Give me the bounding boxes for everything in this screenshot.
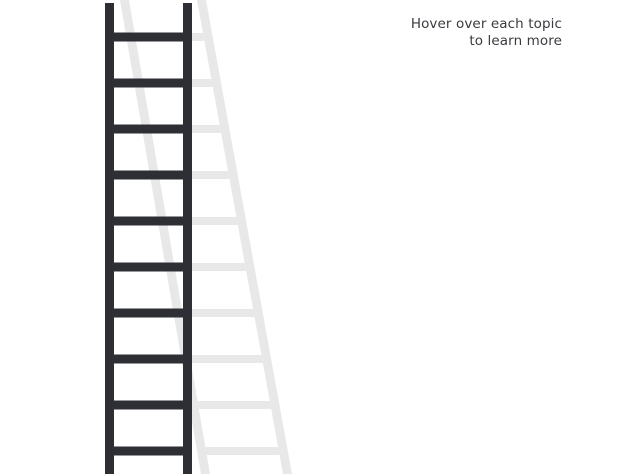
ladder <box>105 3 192 474</box>
hover-instruction: Hover over each topic to learn more <box>411 16 562 50</box>
ladder-rung <box>110 124 188 134</box>
ladder-right-rail <box>183 3 192 474</box>
ladder-rung <box>110 446 188 456</box>
ladder-rung <box>110 32 188 42</box>
ladder-rung <box>110 400 188 410</box>
shadow-rung <box>200 447 280 455</box>
shadow-right-rail <box>197 0 292 474</box>
hover-instruction-line-2: to learn more <box>469 33 562 49</box>
shadow-rung <box>177 309 255 317</box>
ladder-rung <box>110 308 188 318</box>
ladder-left-rail <box>105 3 114 474</box>
ladder-rung <box>110 170 188 180</box>
hover-instruction-line-1: Hover over each topic <box>410 16 562 32</box>
ladder-rung <box>110 78 188 88</box>
shadow-rung <box>185 355 263 363</box>
shadow-rung <box>193 401 272 409</box>
ladder-rung <box>110 354 188 364</box>
ladder-rung <box>110 216 188 226</box>
ladder-rung <box>110 262 188 272</box>
